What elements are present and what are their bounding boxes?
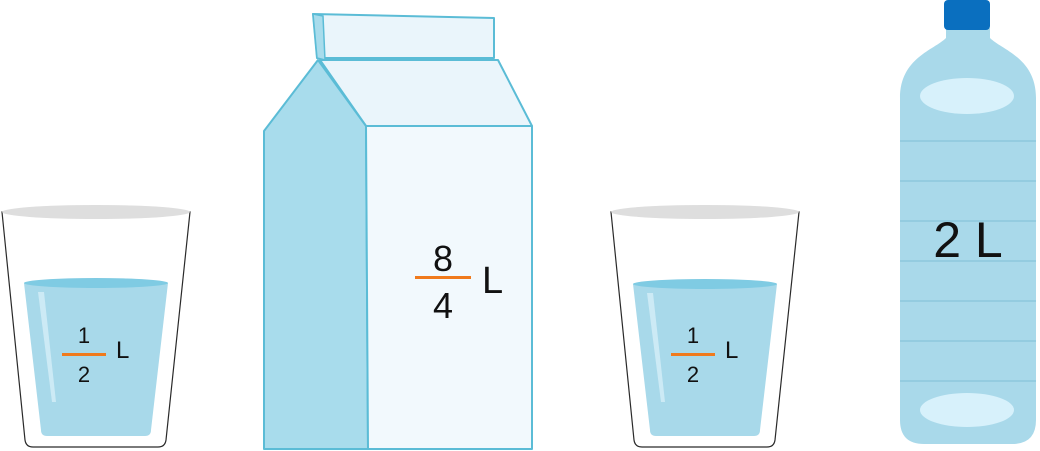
carton-fin-edge (312, 13, 326, 61)
glass-right-rim (611, 205, 799, 219)
glass-right-body (610, 211, 800, 448)
bottle-neck (946, 28, 990, 40)
glass-right-denominator: 2 (687, 362, 699, 387)
glass-left-rim (2, 205, 190, 219)
carton-top-fin (312, 13, 495, 59)
bottle-body (900, 38, 1036, 444)
glass-right-unit: L (725, 337, 738, 364)
glass-right-water (633, 284, 777, 436)
glass-right-fraction-bar (671, 353, 715, 356)
glass-right-highlight (647, 293, 665, 402)
carton: 8 4 L (263, 13, 533, 450)
bottle-cap (944, 0, 990, 30)
glass-left-highlight (38, 292, 56, 402)
glass-left: 1 2 L (1, 205, 191, 448)
bottle-label: 2 L (933, 212, 1003, 268)
bottle-top-highlight (920, 78, 1014, 114)
glass-right: 1 2 L (610, 205, 800, 448)
glass-left-body (1, 211, 191, 448)
carton-denominator: 4 (433, 285, 453, 326)
bottle-ridges (900, 140, 1036, 382)
glass-left-numerator: 1 (78, 323, 90, 348)
bottle-bottom-highlight (920, 393, 1014, 427)
glass-left-water (24, 283, 168, 436)
glass-right-numerator: 1 (687, 323, 699, 348)
carton-unit: L (482, 260, 503, 302)
carton-numerator: 8 (433, 238, 453, 279)
carton-front-panel (365, 125, 533, 450)
glass-right-water-surface (633, 279, 777, 289)
glass-left-unit: L (116, 337, 129, 364)
carton-side-panel (263, 59, 369, 450)
glass-left-denominator: 2 (78, 362, 90, 387)
carton-fraction-bar (415, 276, 471, 279)
glass-left-fraction-bar (62, 353, 106, 356)
glass-left-water-surface (24, 278, 168, 288)
bottle: 2 L (900, 0, 1036, 444)
